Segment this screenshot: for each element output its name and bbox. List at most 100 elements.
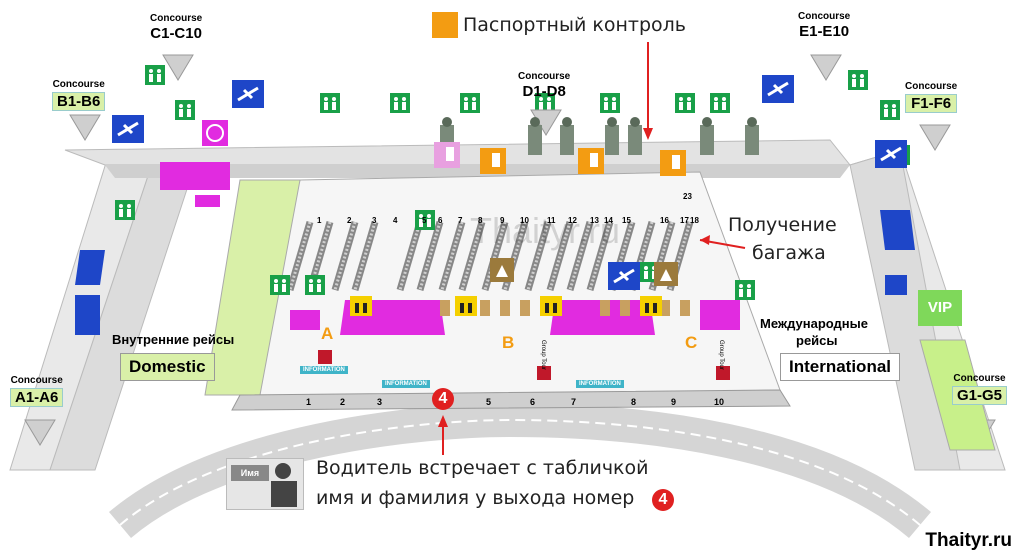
gate-number: 7: [571, 397, 577, 407]
group-tour-b: Group Tour: [539, 340, 546, 370]
baggage-belt: [546, 221, 574, 291]
baggage-belt: [458, 221, 486, 291]
belt-number: 1: [317, 216, 322, 225]
gate-number: 5: [486, 397, 492, 407]
passport-control-label: Паспортный контроль: [463, 14, 686, 36]
pin-pointer: [810, 54, 842, 81]
baggage-belt: [351, 221, 379, 291]
restroom-icon: [848, 70, 868, 90]
magenta-block: [160, 162, 230, 190]
gate-number: 9: [671, 397, 677, 407]
belt-number: 11: [547, 216, 556, 225]
gate-badge-map: 4: [432, 388, 454, 410]
guard-statue-icon: [528, 125, 542, 155]
baggage-belt: [481, 221, 509, 291]
gate-number: 8: [631, 397, 637, 407]
guard-statue-icon: [560, 125, 574, 155]
restroom-icon: [175, 100, 195, 120]
pin-pointer: [69, 114, 101, 141]
watermark: Thaityr.ru: [470, 210, 621, 251]
gate-number: 10: [714, 397, 725, 407]
belt-number: 7: [458, 216, 463, 225]
belt-end: [440, 300, 450, 316]
belt-number: 18: [690, 216, 699, 225]
belt-number: 13: [590, 216, 599, 225]
zone-a: A: [321, 324, 334, 343]
guard-statue-icon: [605, 125, 619, 155]
baggage-label-2: багажа: [752, 242, 826, 264]
gate-number: 2: [340, 397, 346, 407]
guard-statue-icon: [745, 125, 759, 155]
elevator-icon: [540, 296, 562, 316]
info-desk: INFORMATION: [382, 380, 430, 388]
belt-end: [480, 300, 490, 316]
pin-pointer: [24, 419, 56, 446]
international-ru-1: Международные: [760, 316, 868, 331]
belt-number: 10: [520, 216, 529, 225]
gate-number: 6: [530, 397, 536, 407]
belt-end: [600, 300, 610, 316]
pin-pointer: [162, 54, 194, 81]
site-footer: Thaityr.ru: [925, 530, 1012, 551]
belt-number: 2: [347, 216, 352, 225]
domestic-ru: Внутренние рейсы: [112, 332, 235, 347]
restaurant-icon: [202, 120, 228, 146]
belt-number: 14: [604, 216, 613, 225]
restroom-icon: [675, 93, 695, 113]
gate-number: 1: [306, 397, 312, 407]
belt-number: 4: [393, 216, 398, 225]
road-lane: [119, 418, 921, 526]
belt-number: 5: [422, 216, 427, 225]
passport-icon: [432, 12, 458, 38]
guard-statue-icon: [628, 125, 642, 155]
restroom-icon: [880, 100, 900, 120]
international-label: International: [780, 353, 901, 381]
belt-end: [620, 300, 630, 316]
vip-lounge: VIP: [918, 290, 962, 326]
domestic-label: Domestic: [120, 353, 215, 381]
info-desk: INFORMATION: [576, 380, 624, 388]
restroom-icon: [600, 93, 620, 113]
belt-end: [660, 300, 670, 316]
guard-statue-icon: [700, 125, 714, 155]
zone-b: B: [502, 333, 515, 352]
belt-number: 23: [683, 192, 692, 201]
elevator-icon: [455, 296, 477, 316]
restroom-icon: [390, 93, 410, 113]
blue-kiosk: [880, 210, 915, 250]
baggage-belt: [396, 221, 424, 291]
belt-number: 16: [660, 216, 669, 225]
belt-number: 15: [622, 216, 631, 225]
group-tour-c: Group Tour: [717, 340, 724, 370]
restroom-icon: [305, 275, 325, 295]
pin-pointer: [919, 124, 951, 151]
belt-number: 8: [478, 216, 483, 225]
driver-text-2: имя и фамилия у выхода номер: [316, 487, 635, 509]
gate-strip: [231, 389, 791, 411]
baggage-belt: [438, 221, 466, 291]
driver-icon: Имя: [226, 458, 304, 510]
restroom-icon: [710, 93, 730, 113]
belt-end: [520, 300, 530, 316]
international-ru-2: рейсы: [796, 333, 838, 348]
baggage-belt: [586, 221, 614, 291]
restroom-icon: [735, 280, 755, 300]
baggage-belt: [566, 221, 594, 291]
driver-text-1: Водитель встречает с табличкой: [316, 457, 649, 479]
restroom-icon: [115, 200, 135, 220]
gate-badge: 4: [652, 489, 674, 511]
belt-number: 17: [680, 216, 689, 225]
baggage-belt: [286, 221, 314, 291]
restroom-icon: [460, 93, 480, 113]
belt-end: [680, 300, 690, 316]
belt-number: 3: [372, 216, 377, 225]
belt-number: 9: [500, 216, 505, 225]
baggage-belt: [524, 221, 552, 291]
elevator-icon: [350, 296, 372, 316]
belt-end: [500, 300, 510, 316]
